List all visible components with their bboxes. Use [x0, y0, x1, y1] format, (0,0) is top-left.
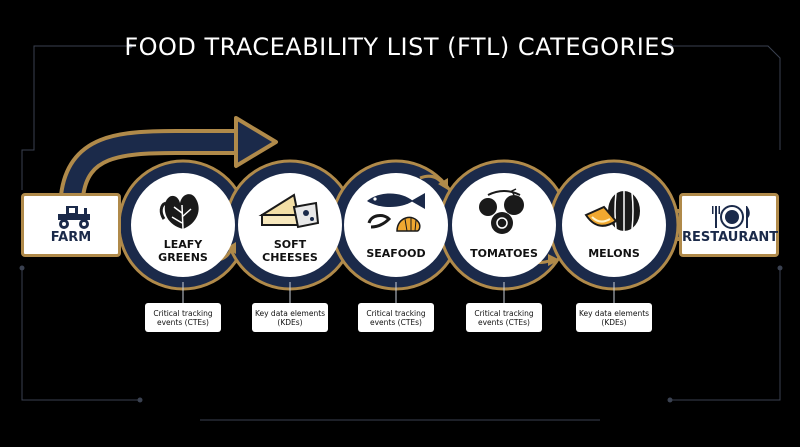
watermelon-cantaloupe-icon — [584, 191, 640, 231]
note-line2: events (CTEs) — [370, 317, 422, 327]
note-line2: (KDEs) — [277, 317, 303, 327]
category-label-line1: LEAFY — [163, 238, 203, 251]
category-melons: MELONS — [562, 173, 666, 277]
category-label: MELONS — [588, 247, 640, 260]
category-leafy-greens: LEAFY GREENS — [131, 173, 235, 277]
note-line1: Critical tracking — [153, 308, 213, 318]
tractor-icon — [58, 206, 90, 229]
category-label-line2: CHEESES — [262, 251, 318, 264]
note-line1: Key data elements — [254, 308, 326, 318]
category-label-line1: SOFT — [273, 238, 307, 251]
note-line1: Key data elements — [578, 308, 650, 318]
leafy-greens-icon — [159, 194, 199, 230]
frame-dots — [19, 43, 783, 403]
note-kdes: Key data elements(KDEs) — [252, 303, 328, 332]
category-tomatoes: TOMATOES — [452, 173, 556, 277]
category-label: SEAFOOD — [366, 247, 426, 260]
note-line2: (KDEs) — [601, 317, 627, 327]
note-line1: Critical tracking — [366, 308, 426, 318]
category-seafood: SEAFOOD — [344, 173, 448, 277]
farm-label: FARM — [50, 230, 92, 245]
frame-lines — [21, 45, 781, 421]
restaurant-label: RESTAURANT — [682, 230, 779, 245]
note-line2: events (CTEs) — [157, 317, 209, 327]
note-line1: Critical tracking — [474, 308, 534, 318]
farm-node: FARM — [21, 193, 121, 257]
category-soft-cheeses: SOFT CHEESES — [238, 173, 342, 277]
category-label-line2: GREENS — [158, 251, 208, 264]
diagram-title: FOOD TRACEABILITY LIST (FTL) CATEGORIES — [124, 33, 676, 61]
farm-arrow — [59, 116, 278, 209]
plate-cutlery-icon — [712, 205, 750, 229]
restaurant-node: RESTAURANT — [679, 193, 779, 257]
note-line2: events (CTEs) — [478, 317, 530, 327]
cheese-icon — [258, 193, 320, 229]
category-label: TOMATOES — [470, 247, 538, 260]
note-kdes: Key data elements(KDEs) — [576, 303, 652, 332]
fish-shrimp-shell-icon — [367, 193, 425, 232]
tomatoes-icon — [479, 188, 524, 234]
